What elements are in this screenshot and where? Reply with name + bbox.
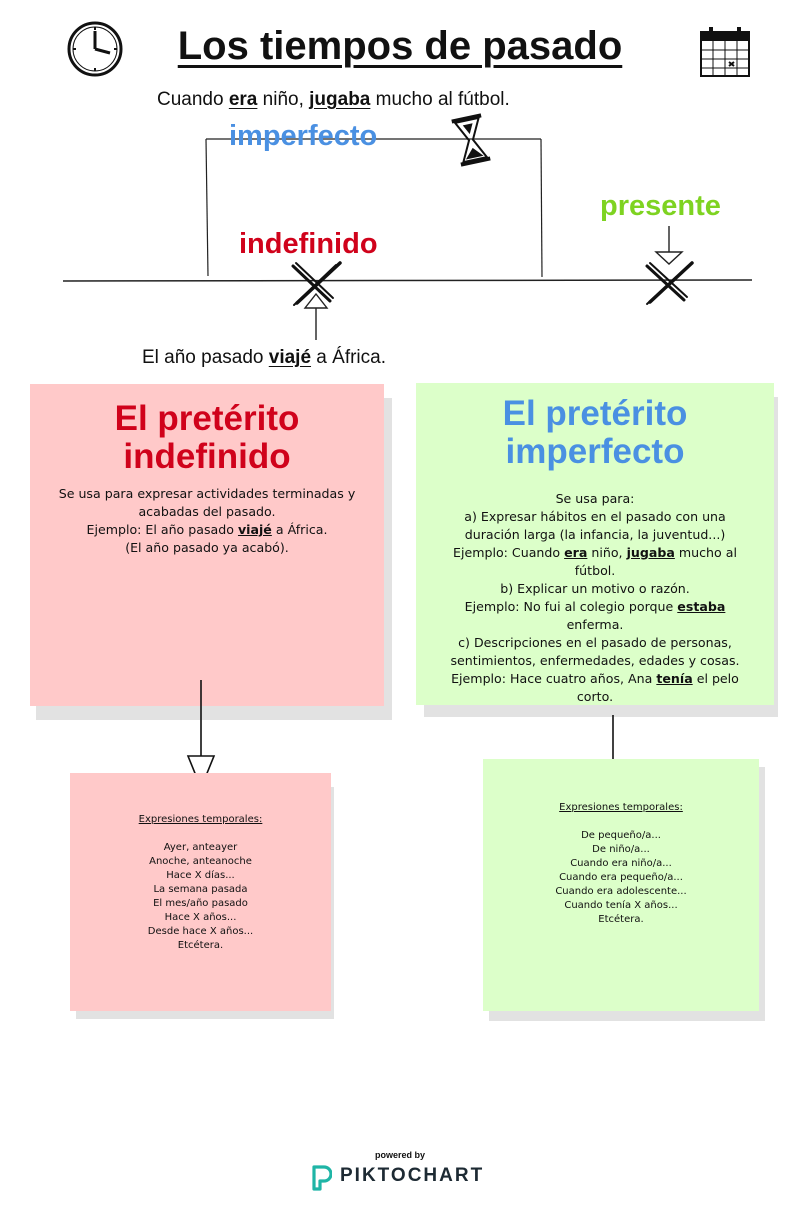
- list-item: La semana pasada: [153, 884, 248, 895]
- list-item: El mes/año pasado: [153, 898, 248, 909]
- card-title: El pretérito imperfecto: [502, 394, 688, 471]
- indefinido-down-arrow-head: [186, 755, 216, 791]
- list-item: Etcétera.: [598, 914, 644, 925]
- list-item: Hace X años...: [164, 912, 237, 923]
- expressions-list: Expresiones temporales: Ayer, anteayer A…: [70, 813, 331, 953]
- verb-viaje: viajé: [268, 347, 312, 368]
- page-title: Los tiempos de pasado: [177, 24, 623, 68]
- imperfecto-example-sentence: Cuando era niño, jugaba mucho al fútbol.: [157, 89, 510, 110]
- card-preterito-imperfecto: El pretérito imperfecto Se usa para: a) …: [416, 383, 778, 717]
- verb-jugaba: jugaba: [309, 89, 371, 110]
- expressions-imperfecto-note: Expresiones temporales: De pequeño/a... …: [481, 759, 765, 1021]
- indefinido-example-sentence: El año pasado viajé a África.: [142, 347, 387, 368]
- list-item: De niño/a...: [592, 844, 650, 855]
- presente-cross-mark: [645, 261, 694, 305]
- list-item: Cuando era adolescente...: [555, 886, 687, 897]
- expressions-heading: Expresiones temporales:: [559, 802, 683, 813]
- list-item: De pequeño/a...: [581, 830, 661, 841]
- expressions-heading: Expresiones temporales:: [138, 814, 263, 825]
- presente-arrow-head: [654, 251, 684, 265]
- list-item: Desde hace X años...: [147, 926, 254, 937]
- list-item: Ayer, anteayer: [163, 842, 238, 853]
- list-item: Cuando tenía X años...: [564, 900, 678, 911]
- clock-icon: [66, 20, 124, 78]
- card-title: El pretérito indefinido: [114, 399, 300, 476]
- piktochart-logo-icon: [312, 1165, 333, 1191]
- card-paper: El pretérito indefinido Se usa para expr…: [30, 384, 384, 706]
- imperfecto-bracket-right: [540, 138, 543, 278]
- card-preterito-indefinido: El pretérito indefinido Se usa para expr…: [30, 384, 392, 720]
- list-item: Cuando era pequeño/a...: [559, 872, 683, 883]
- hourglass-icon: [446, 112, 496, 168]
- indefinido-cross-mark: [291, 261, 342, 306]
- verb-era: era: [228, 89, 258, 110]
- piktochart-brand[interactable]: PIKTOCHART: [340, 1165, 485, 1186]
- timeline-diagram: [0, 0, 800, 380]
- label-indefinido: indefinido: [239, 228, 378, 260]
- card-body: Se usa para expresar actividades termina…: [58, 486, 356, 555]
- indefinido-arrow-head: [303, 292, 329, 309]
- list-item: Etcétera.: [177, 940, 224, 951]
- list-item: Hace X días...: [166, 870, 235, 881]
- label-presente: presente: [600, 190, 721, 222]
- imperfecto-bracket-left: [205, 138, 209, 277]
- calendar-icon: [698, 26, 752, 78]
- list-item: Cuando era niño/a...: [570, 858, 672, 869]
- expressions-indefinido-note: Expresiones temporales: Ayer, anteayer A…: [68, 773, 336, 1019]
- powered-by-text: powered by: [374, 1150, 425, 1160]
- card-body: Se usa para: a) Expresar hábitos en el p…: [450, 491, 740, 704]
- card-paper: El pretérito imperfecto Se usa para: a) …: [416, 383, 774, 705]
- expressions-list: Expresiones temporales: De pequeño/a... …: [483, 801, 759, 927]
- time-axis: [62, 279, 753, 282]
- list-item: Anoche, anteanoche: [149, 856, 252, 867]
- label-imperfecto: imperfecto: [229, 120, 378, 152]
- note-paper: Expresiones temporales: Ayer, anteayer A…: [70, 773, 331, 1011]
- note-paper: Expresiones temporales: De pequeño/a... …: [483, 759, 759, 1011]
